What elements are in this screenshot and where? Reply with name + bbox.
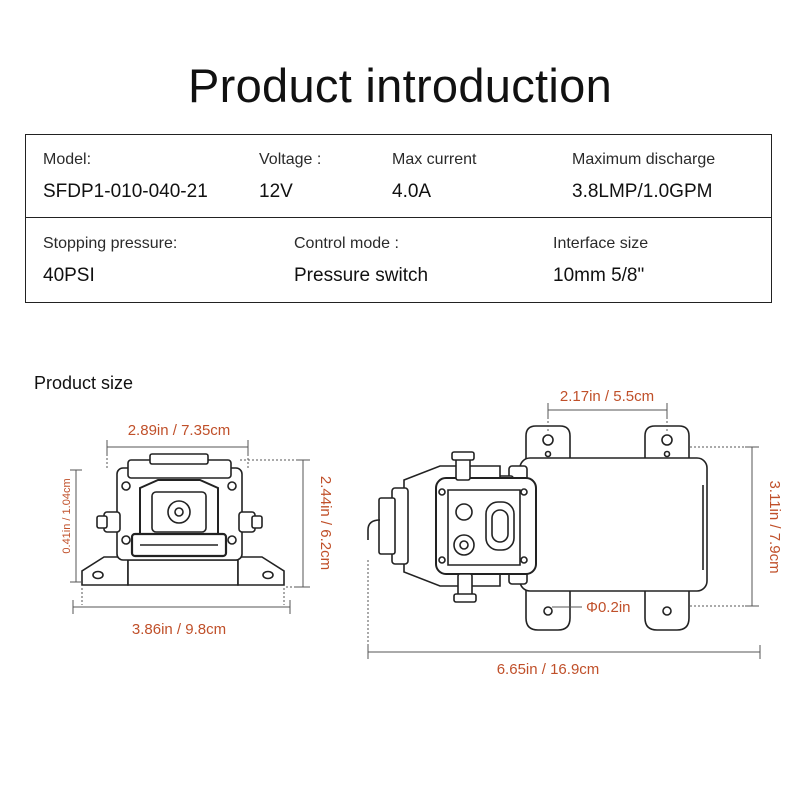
spec-model: Model: SFDP1-010-040-21 xyxy=(43,151,208,203)
front-inlet-height-label: 0.41in / 1.04cm xyxy=(61,478,73,553)
spec-control-mode-label: Control mode : xyxy=(294,235,399,252)
spec-interface-size: Interface size 10mm 5/8" xyxy=(553,235,648,287)
page-title: Product introduction xyxy=(187,59,613,112)
spec-model-label: Model: xyxy=(43,151,92,168)
spec-max-discharge-value: 3.8LMP/1.0GPM xyxy=(572,181,713,202)
side-view-pump xyxy=(367,425,708,631)
front-width-top-label: 2.89in / 7.35cm xyxy=(128,422,231,439)
side-length-label: 6.65in / 16.9cm xyxy=(497,661,600,678)
spec-max-current: Max current 4.0A xyxy=(392,151,476,203)
spec-control-mode: Control mode : Pressure switch xyxy=(294,235,428,287)
spec-divider xyxy=(26,217,771,218)
spec-max-current-value: 4.0A xyxy=(392,181,432,202)
spec-stopping-pressure: Stopping pressure: 40PSI xyxy=(43,235,177,287)
spec-voltage: Voltage : 12V xyxy=(259,151,321,203)
spec-control-mode-value: Pressure switch xyxy=(294,265,429,286)
front-dim-labels: 2.89in / 7.35cm 3.86in / 9.8cm 2.44in / … xyxy=(61,422,334,638)
spec-interface-size-value: 10mm 5/8" xyxy=(553,265,645,286)
spec-max-discharge-label: Maximum discharge xyxy=(572,151,716,168)
front-width-bottom-label: 3.86in / 9.8cm xyxy=(132,621,226,638)
side-hole-diameter-label: Φ0.2in xyxy=(586,599,631,616)
side-dim-lines xyxy=(367,403,761,659)
spec-model-value: SFDP1-010-040-21 xyxy=(43,181,208,202)
side-dim-labels: 2.17in / 5.5cm 3.11in / 7.9cm Φ0.2in 6.6… xyxy=(497,388,783,678)
side-height-label: 3.11in / 7.9cm xyxy=(766,480,783,573)
spec-table: Model: SFDP1-010-040-21 Voltage : 12V Ma… xyxy=(25,134,772,303)
product-size-title: Product size xyxy=(34,373,134,393)
spec-stopping-pressure-label: Stopping pressure: xyxy=(43,235,178,252)
spec-interface-size-label: Interface size xyxy=(553,235,649,252)
spec-stopping-pressure-value: 40PSI xyxy=(43,265,95,286)
front-view-pump xyxy=(81,453,285,586)
spec-voltage-label: Voltage : xyxy=(259,151,322,168)
spec-max-current-label: Max current xyxy=(392,151,477,168)
front-height-label: 2.44in / 6.2cm xyxy=(317,476,334,570)
side-mount-spacing-label: 2.17in / 5.5cm xyxy=(560,388,654,405)
front-dim-lines xyxy=(70,440,310,614)
spec-max-discharge: Maximum discharge 3.8LMP/1.0GPM xyxy=(572,151,715,203)
spec-voltage-value: 12V xyxy=(259,181,293,202)
